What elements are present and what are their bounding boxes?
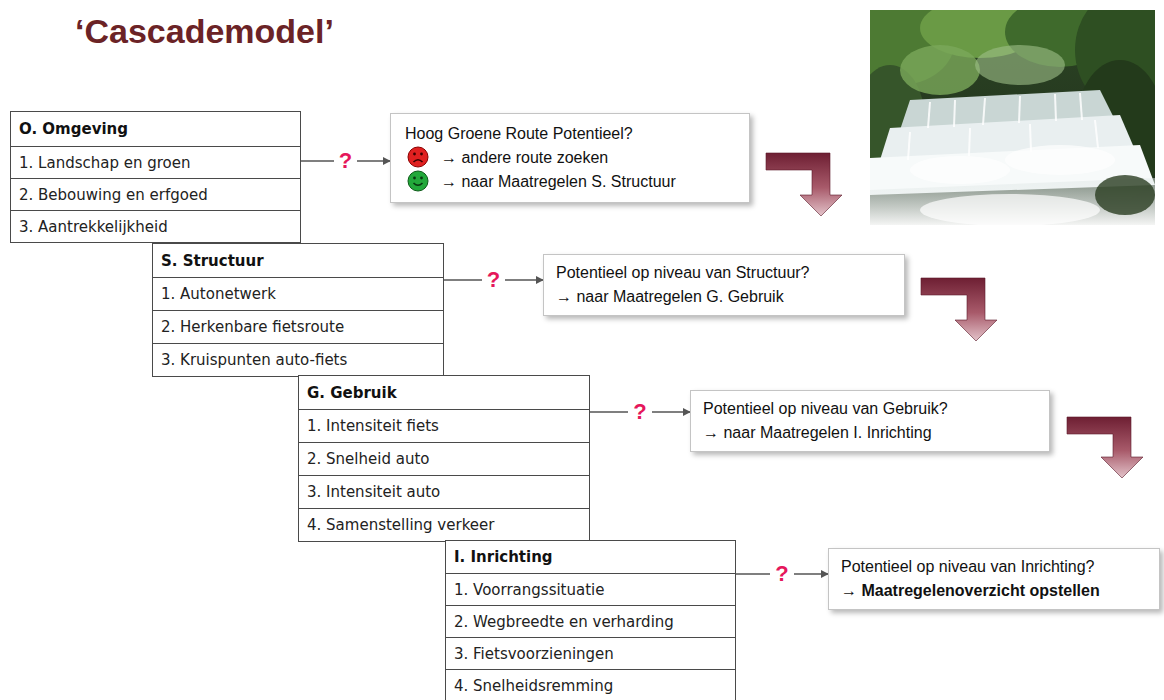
table-item: 4. Snelheidsremming	[446, 669, 735, 700]
table-item: 1. Voorrangssituatie	[446, 573, 735, 605]
table-item: 3. Intensiteit auto	[299, 475, 589, 508]
question-text: → naar Maatregelen S. Structuur	[403, 170, 737, 194]
question-text: → andere route zoeken	[403, 146, 737, 170]
diagram-title: ‘Cascademodel’	[75, 12, 334, 51]
table-item: 3. Fietsvoorzieningen	[446, 637, 735, 669]
question-text: → naar Maatregelen I. Inrichting	[703, 421, 1037, 445]
table-item: 4. Samenstelling verkeer	[299, 508, 589, 541]
happy-smiley	[407, 170, 429, 192]
table-header: O. Omgeving	[11, 112, 300, 146]
question-text: → Maatregelenoverzicht opstellen	[841, 579, 1147, 603]
waterfall-photo	[870, 10, 1155, 225]
table-header: I. Inrichting	[446, 541, 735, 573]
table-item: 1. Landschap en groen	[11, 146, 300, 178]
question-box: Hoog Groene Route Potentieel?→ andere ro…	[390, 113, 750, 203]
sad-smiley	[407, 146, 429, 168]
table-item: 3. Aantrekkelijkheid	[11, 210, 300, 242]
table-item: 2. Wegbreedte en verharding	[446, 605, 735, 637]
table-item: 1. Intensiteit fiets	[299, 409, 589, 442]
table-box: O. Omgeving1. Landschap en groen2. Bebou…	[10, 111, 301, 243]
edge-label: ?	[482, 268, 505, 292]
question-text: Hoog Groene Route Potentieel?	[403, 122, 737, 146]
question-text: Potentieel op niveau van Inrichting?	[841, 555, 1147, 579]
table-box: I. Inrichting1. Voorrangssituatie2. Wegb…	[445, 540, 736, 700]
table-box: S. Structuur1. Autonetwerk2. Herkenbare …	[152, 243, 444, 377]
table-header: G. Gebruik	[299, 376, 589, 409]
edge-label: ?	[628, 400, 651, 424]
question-box: Potentieel op niveau van Structuur?→ naa…	[543, 254, 905, 316]
table-item: 2. Herkenbare fietsroute	[153, 310, 443, 343]
table-item: 2. Snelheid auto	[299, 442, 589, 475]
question-text: Potentieel op niveau van Gebruik?	[703, 397, 1037, 421]
question-box: Potentieel op niveau van Inrichting?→ Ma…	[828, 548, 1160, 610]
question-box: Potentieel op niveau van Gebruik?→ naar …	[690, 390, 1050, 452]
table-item: 3. Kruispunten auto-fiets	[153, 343, 443, 376]
table-box: G. Gebruik1. Intensiteit fiets2. Snelhei…	[298, 375, 590, 542]
edge-label: ?	[770, 562, 793, 586]
edge-label: ?	[334, 149, 357, 173]
question-text: Potentieel op niveau van Structuur?	[556, 261, 892, 285]
table-item: 2. Bebouwing en erfgoed	[11, 178, 300, 210]
question-text: → naar Maatregelen G. Gebruik	[556, 285, 892, 309]
table-header: S. Structuur	[153, 244, 443, 277]
table-item: 1. Autonetwerk	[153, 277, 443, 310]
